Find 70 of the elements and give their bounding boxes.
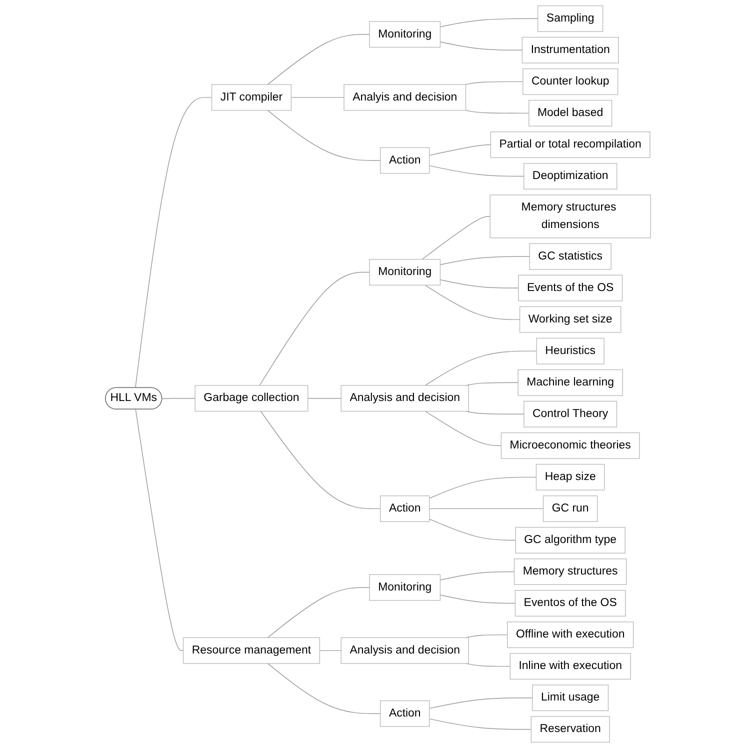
- node-box: Action: [380, 147, 430, 174]
- node-box: GC run: [542, 495, 598, 522]
- connector: [424, 410, 502, 446]
- connector: [308, 398, 342, 399]
- connector: [135, 409, 184, 651]
- node-box: Heuristics: [536, 338, 604, 364]
- connector: [319, 650, 342, 651]
- node-box: Monitoring: [369, 21, 441, 48]
- node-box: JIT compiler: [211, 84, 292, 111]
- connector: [465, 663, 510, 667]
- connector: [429, 697, 533, 709]
- node-box: Inline with execution: [510, 653, 631, 680]
- node-box: Microeconomic theories: [500, 432, 640, 459]
- node-box: Machine learning: [518, 369, 623, 396]
- node-box: Events of the OS: [518, 274, 623, 302]
- node-box: Memory structures dimensions: [490, 194, 651, 238]
- node-box: GC algorithm type: [515, 526, 626, 554]
- node-box: Analysis and decision: [340, 637, 469, 664]
- connector: [440, 279, 519, 288]
- connector: [429, 476, 537, 499]
- node-box: Counter lookup: [522, 68, 618, 95]
- connector: [465, 410, 524, 414]
- node-box: Partial or total recompilation: [490, 131, 650, 158]
- connector: [465, 634, 508, 638]
- connector: [267, 110, 381, 161]
- node-box: Reservation: [530, 716, 610, 743]
- connector: [429, 508, 544, 510]
- connector: [135, 97, 212, 388]
- node-box: Instrumentation: [522, 36, 619, 64]
- connector: [424, 350, 537, 386]
- node-box: Resource management: [182, 637, 320, 664]
- connector: [162, 398, 196, 400]
- node-box: GC statistics: [529, 243, 612, 270]
- connector: [429, 165, 524, 177]
- connector: [422, 216, 490, 260]
- node-box: Heap size: [536, 464, 605, 490]
- node-box: Monitoring: [369, 259, 441, 286]
- connector: [429, 144, 492, 156]
- connector: [429, 718, 532, 730]
- node-box: Control Theory: [524, 400, 618, 428]
- connector: [260, 410, 381, 510]
- connector: [440, 256, 530, 266]
- connector: [290, 97, 344, 98]
- connector: [259, 272, 370, 386]
- node-box: Offline with execution: [507, 622, 634, 648]
- node-box: Working set size: [519, 306, 622, 333]
- node-box: Action: [380, 495, 430, 522]
- node-box: Sampling: [537, 5, 604, 32]
- node-box: Garbage collection: [194, 385, 308, 412]
- node-box: Model based: [528, 100, 612, 126]
- node-box: Deoptimization: [523, 163, 618, 190]
- connector: [267, 34, 370, 85]
- node-box: Limit usage: [532, 684, 609, 712]
- connector: [465, 110, 530, 114]
- connector: [440, 18, 538, 28]
- node-box: Action: [380, 700, 430, 727]
- connector: [429, 518, 516, 541]
- node-box: Monitoring: [369, 574, 441, 601]
- connector: [267, 663, 381, 714]
- node-box: Analysis and decision: [340, 385, 469, 412]
- connector: [440, 571, 515, 580]
- connector: [267, 587, 370, 638]
- connector: [465, 81, 524, 85]
- node-box: Memory structures: [514, 558, 627, 585]
- connector: [440, 42, 523, 51]
- node-box: Eventos of the OS: [514, 590, 626, 617]
- node-box: Analyis and decision: [344, 84, 466, 111]
- connector: [424, 284, 520, 320]
- connector: [465, 382, 518, 386]
- connector: [440, 594, 516, 604]
